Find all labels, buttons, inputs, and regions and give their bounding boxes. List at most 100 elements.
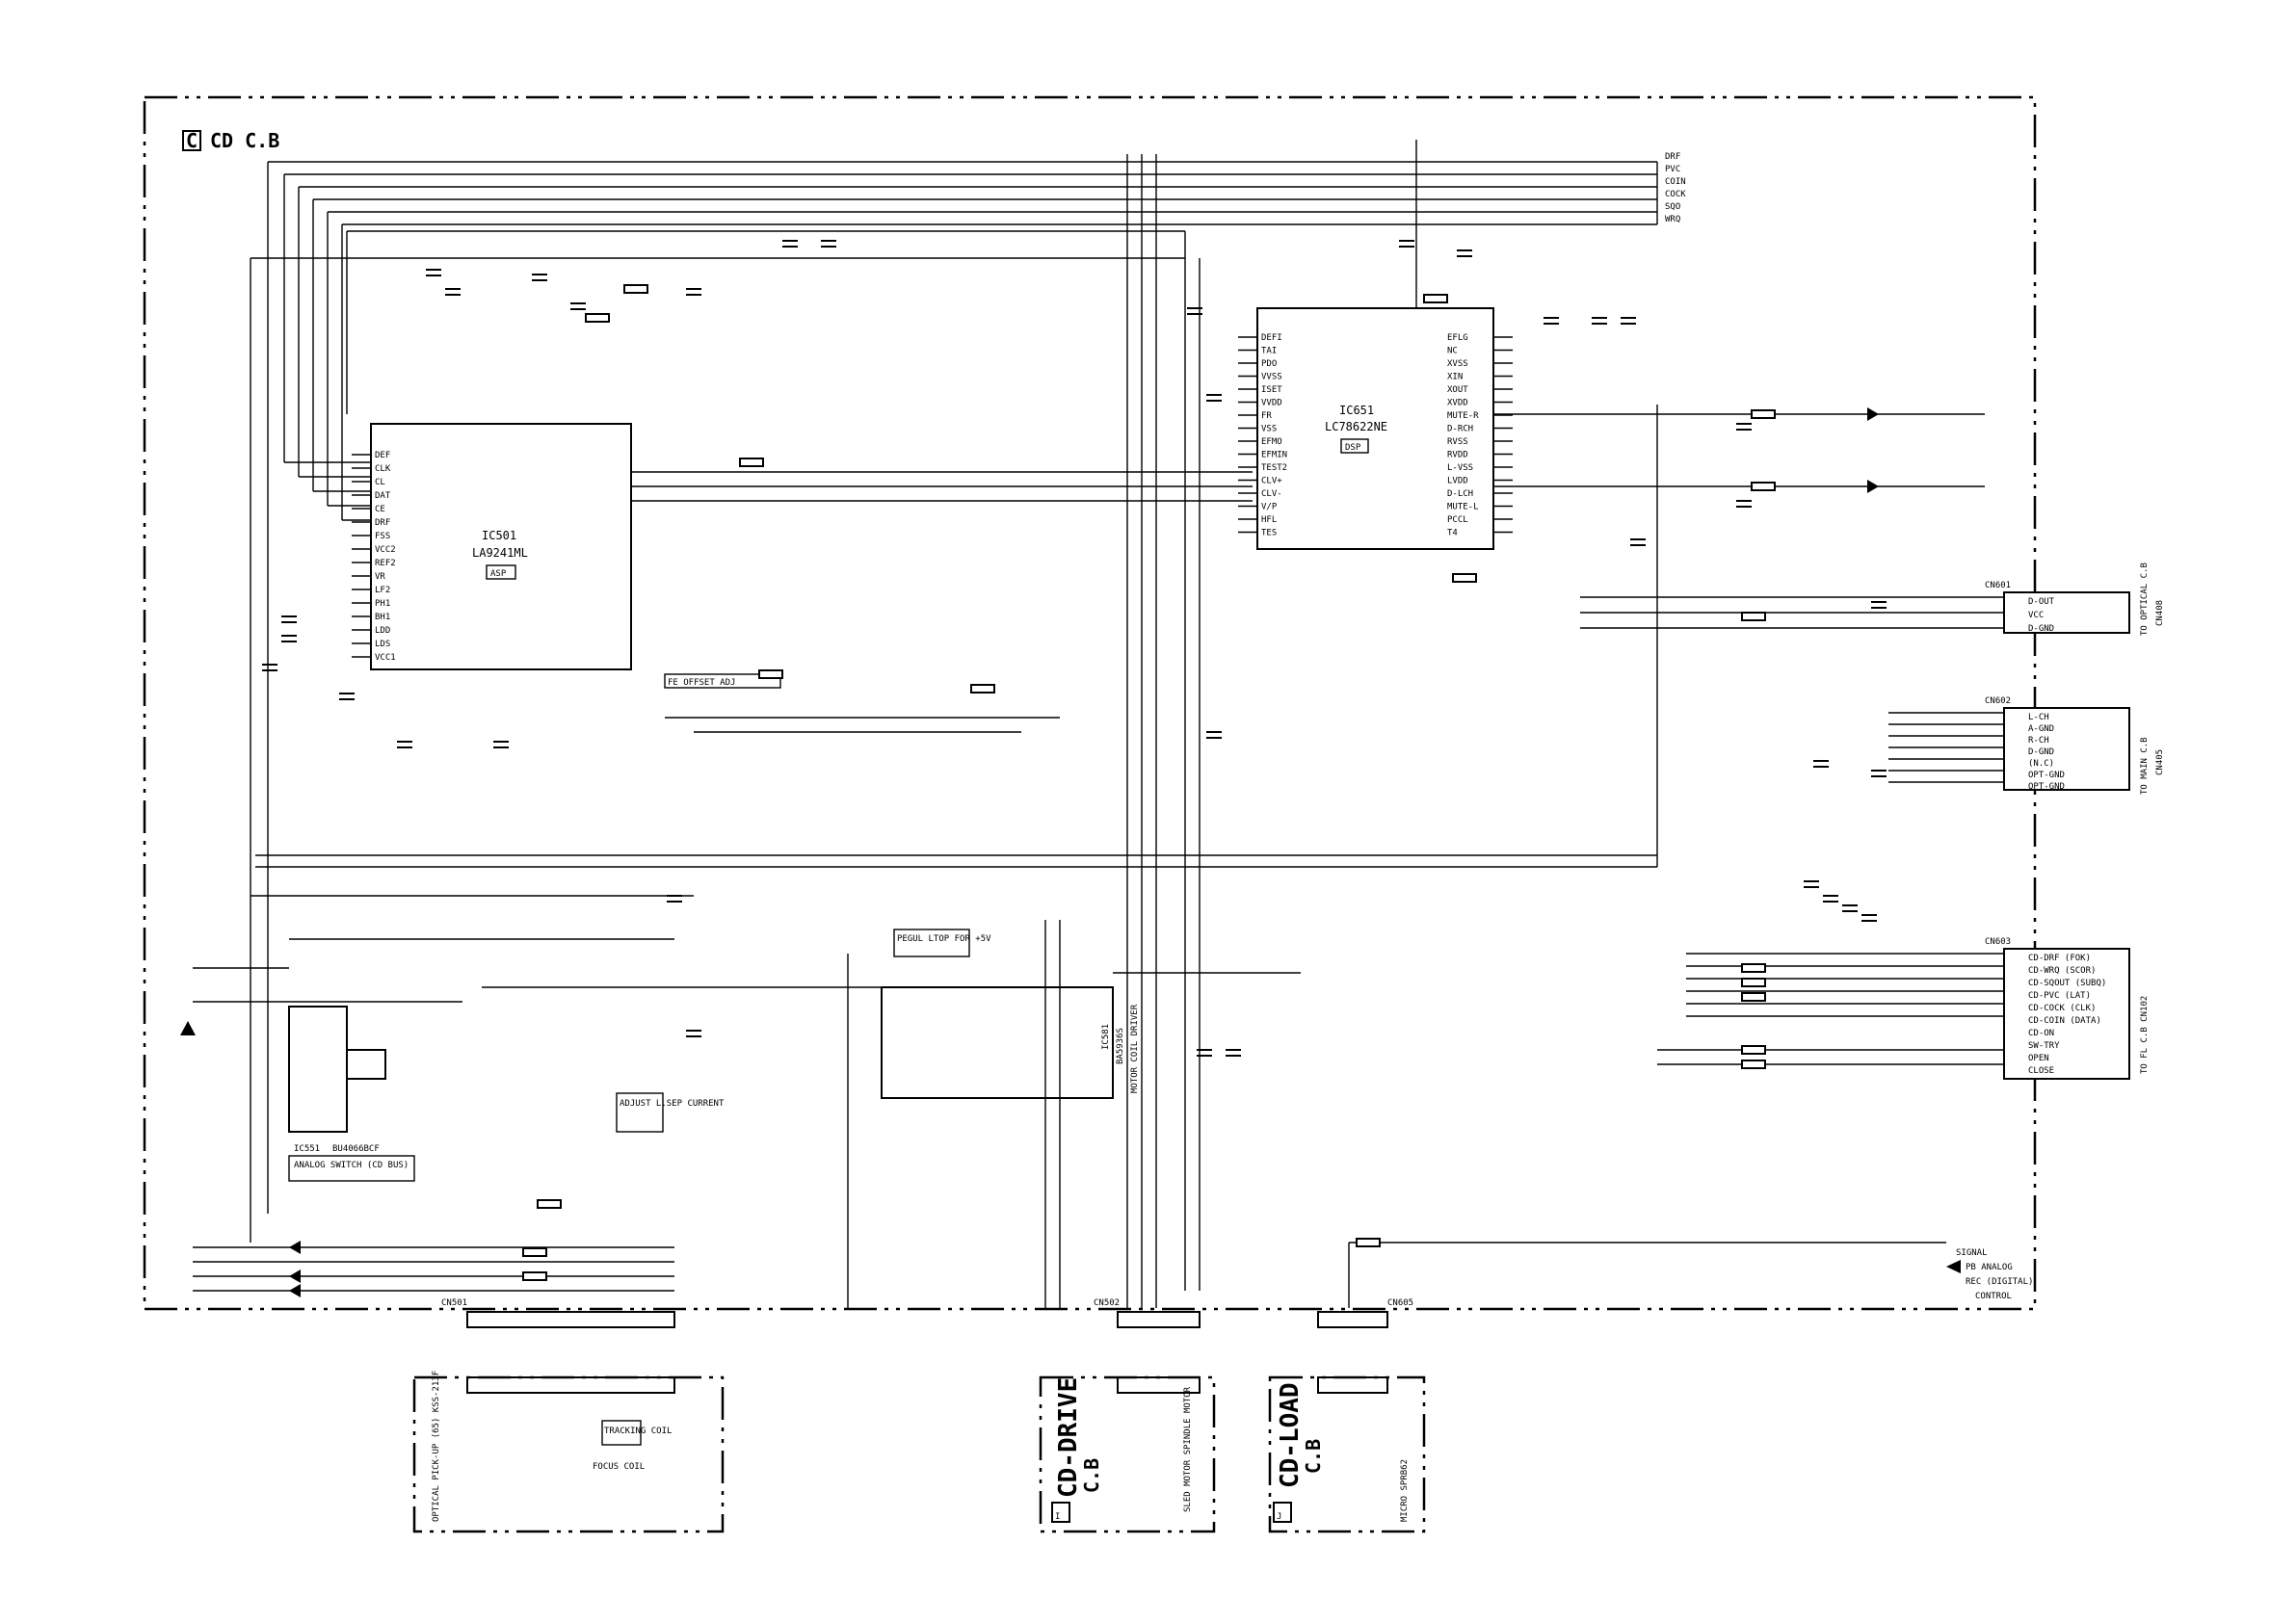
svg-text:SQO: SQO [1665, 202, 1680, 212]
resistor [1356, 1238, 1381, 1247]
resistor [1741, 978, 1766, 987]
svg-text:C.B: C.B [1302, 1439, 1325, 1474]
svg-text:IC581: IC581 [1101, 1024, 1111, 1050]
top-bus-labels: DRF PVC COIN COCK SQO WRQ [1665, 152, 1686, 224]
svg-text:J: J [1277, 1512, 1281, 1522]
pin-label: TEST2 [1261, 463, 1287, 473]
svg-text:SIGNAL: SIGNAL [1956, 1248, 1988, 1258]
svg-text:IC651: IC651 [1339, 404, 1374, 417]
svg-text:ANALOG SWITCH (CD BUS): ANALOG SWITCH (CD BUS) [294, 1161, 409, 1170]
cn602: CN602 L-CH A-GND R-CH D-GND (N.C) OPT-GN… [1985, 696, 2165, 795]
resistor [1741, 1045, 1766, 1055]
svg-text:FOCUS COIL: FOCUS COIL [593, 1462, 645, 1472]
pin-label: MUTE-L [1447, 503, 1479, 512]
pin-label: VR [375, 572, 385, 582]
svg-text:CN502: CN502 [1094, 1298, 1120, 1308]
pin-label: DEF [375, 451, 390, 460]
pin-label: LF2 [375, 586, 390, 595]
svg-text:CD-ON: CD-ON [2028, 1029, 2054, 1038]
pin-label: EFMIN [1261, 451, 1287, 460]
svg-text:TO MAIN C.B: TO MAIN C.B [2140, 737, 2150, 795]
svg-text:OPEN: OPEN [2028, 1054, 2049, 1063]
resistor [1751, 482, 1776, 491]
pin-label: DAT [375, 491, 391, 501]
pin-label: T4 [1447, 529, 1458, 538]
resistor [623, 284, 648, 294]
svg-text:CD-COIN (DATA): CD-COIN (DATA) [2028, 1016, 2101, 1026]
cd-load-board: CD-LOAD C.B J MICRO SPRB62 [1268, 1375, 1426, 1533]
pin-label: REF2 [375, 559, 396, 568]
pin-label: FR [1261, 411, 1272, 421]
board-outline [143, 95, 2037, 1311]
svg-text:CN602: CN602 [1985, 696, 2011, 706]
svg-text:CN408: CN408 [2155, 600, 2165, 626]
pin-label: BH1 [375, 613, 390, 622]
resistor [739, 458, 764, 467]
svg-text:OPT-GND: OPT-GND [2028, 782, 2065, 792]
svg-text:WRQ: WRQ [1665, 215, 1680, 224]
board-name: CD C.B [210, 129, 279, 152]
svg-text:IC551: IC551 [294, 1144, 320, 1154]
svg-text:MOTOR COIL DRIVER: MOTOR COIL DRIVER [1130, 1004, 1140, 1093]
svg-text:PEGUL LTOP FOR +5V: PEGUL LTOP FOR +5V [897, 934, 991, 944]
svg-text:CD-WRQ (SCOR): CD-WRQ (SCOR) [2028, 966, 2096, 976]
ic551: IC551 BU4066BCF ANALOG SWITCH (CD BUS) [288, 1006, 415, 1182]
svg-text:TRACKING COIL: TRACKING COIL [604, 1427, 672, 1436]
svg-text:PB ANALOG: PB ANALOG [1966, 1263, 2013, 1272]
pin-label: VSS [1261, 425, 1277, 434]
svg-text:CN501: CN501 [441, 1298, 467, 1308]
svg-text:DSP: DSP [1345, 443, 1361, 453]
pin-label: RVSS [1447, 437, 1468, 447]
pin-label: ISET [1261, 385, 1282, 395]
ic501: IC501 LA9241ML ASP [370, 423, 632, 670]
svg-text:SW-TRY: SW-TRY [2028, 1041, 2060, 1051]
svg-text:D-GND: D-GND [2028, 624, 2054, 634]
pin-label: FSS [375, 532, 390, 541]
pin-label: CL [375, 478, 385, 487]
svg-text:LC78622NE: LC78622NE [1325, 420, 1387, 433]
pin-label: HFL [1261, 515, 1277, 525]
pin-label: VVSS [1261, 373, 1282, 382]
svg-text:C.B: C.B [1080, 1458, 1103, 1493]
svg-text:TO OPTICAL C.B: TO OPTICAL C.B [2140, 563, 2150, 636]
pin-label: PH1 [375, 599, 390, 609]
svg-text:CN405: CN405 [2155, 749, 2165, 775]
pin-label: CLK [375, 464, 391, 474]
svg-text:CD-COCK (CLK): CD-COCK (CLK) [2028, 1004, 2096, 1013]
component-symbols [262, 240, 1887, 1281]
resistor [1741, 992, 1766, 1002]
svg-text:D-GND: D-GND [2028, 747, 2054, 757]
svg-text:CD-SQOUT (SUBQ): CD-SQOUT (SUBQ) [2028, 979, 2106, 988]
board-letter: C [186, 129, 198, 152]
pin-label: XVDD [1447, 399, 1468, 408]
pin-label: VCC2 [375, 545, 396, 555]
pin-label: L-VSS [1447, 463, 1473, 473]
pin-label: V/P [1261, 503, 1278, 512]
resistor [1741, 612, 1766, 621]
svg-text:D-OUT: D-OUT [2028, 597, 2055, 607]
svg-text:A-GND: A-GND [2028, 724, 2054, 734]
svg-text:REC (DIGITAL): REC (DIGITAL) [1966, 1277, 2033, 1287]
svg-text:TO FL C.B CN102: TO FL C.B CN102 [2140, 996, 2150, 1074]
resistor [1741, 1060, 1766, 1069]
pin-label: D-LCH [1447, 489, 1473, 499]
svg-text:CONTROL: CONTROL [1975, 1292, 2012, 1301]
resistor [585, 313, 610, 323]
svg-text:CLOSE: CLOSE [2028, 1066, 2054, 1076]
pin-label: PDO [1261, 359, 1277, 369]
svg-text:BU4066BCF: BU4066BCF [332, 1144, 380, 1154]
svg-text:CD-DRIVE: CD-DRIVE [1054, 1377, 1083, 1498]
svg-text:OPTICAL PICK-UP (65) KSS-213F: OPTICAL PICK-UP (65) KSS-213F [432, 1371, 441, 1522]
cd-drive-board: CD-DRIVE C.B I SLED MOTOR SPINDLE MOTOR [1039, 1375, 1216, 1533]
svg-text:VCC: VCC [2028, 611, 2044, 620]
svg-text:CN603: CN603 [1985, 937, 2011, 947]
top-bus [251, 161, 1658, 259]
signal-legend: SIGNAL PB ANALOG REC (DIGITAL) CONTROL [1946, 1248, 2033, 1301]
pin-label: EFMO [1261, 437, 1282, 447]
pin-label: CE [375, 505, 385, 514]
resistor [1751, 409, 1776, 419]
pin-label: NC [1447, 347, 1458, 356]
pin-label: RVDD [1447, 451, 1468, 460]
svg-text:CN605: CN605 [1387, 1298, 1413, 1308]
